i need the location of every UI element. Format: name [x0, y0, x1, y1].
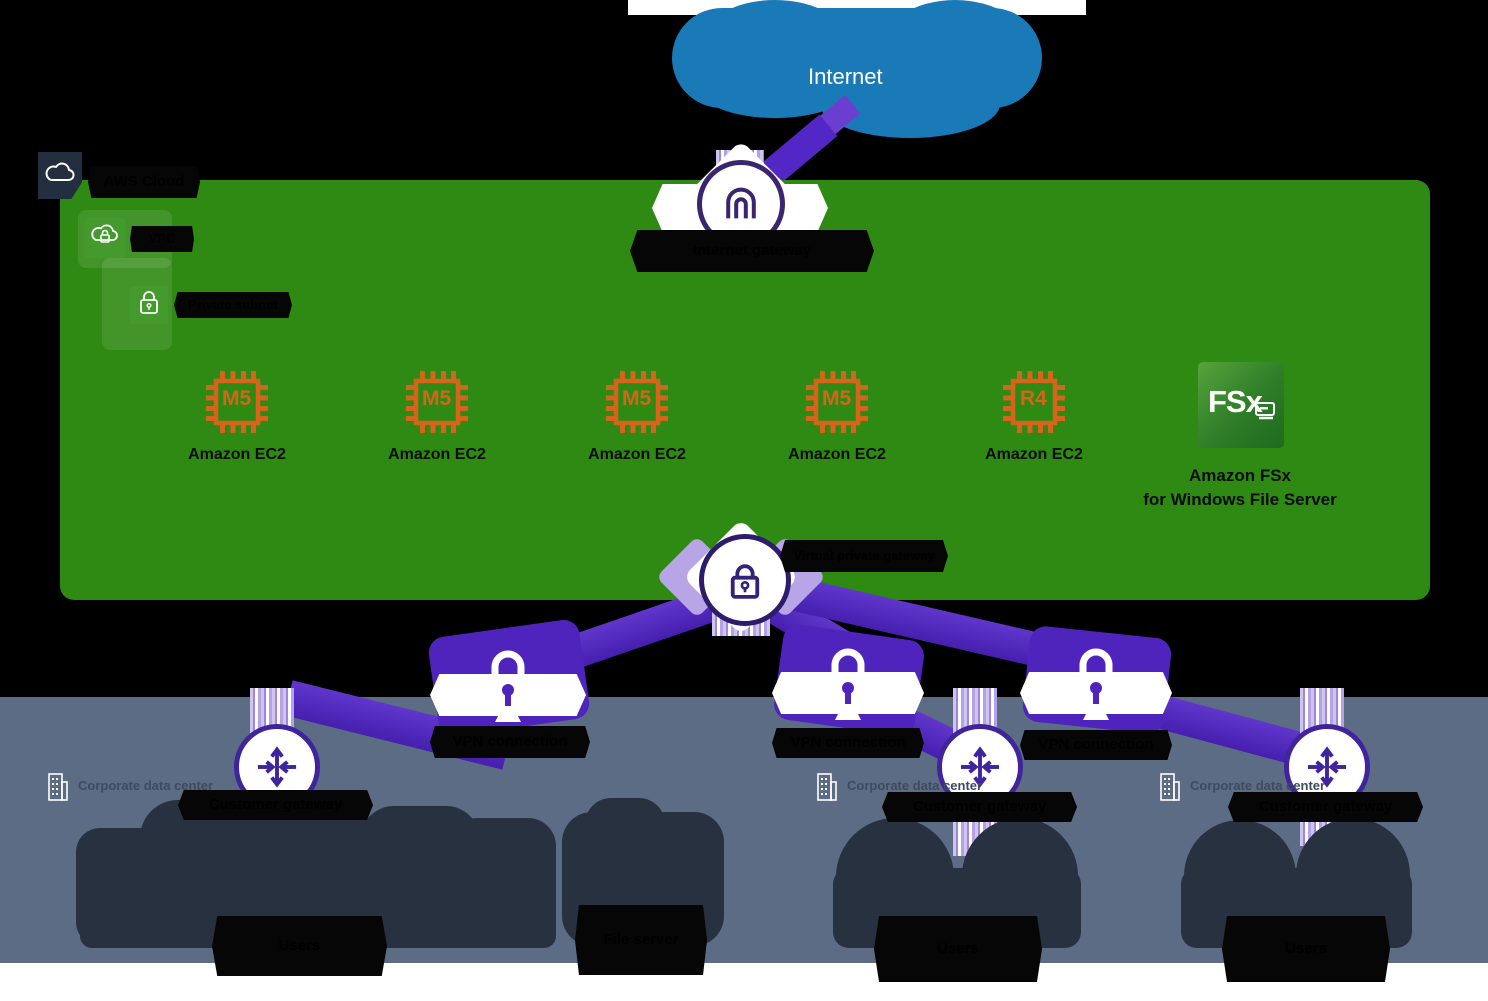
virtual-private-gateway-label: Virtual private gateway	[780, 540, 948, 572]
site-name: Corporate data center	[78, 778, 214, 793]
vpc-label: VPC	[130, 226, 194, 252]
ec2-chip-icon	[206, 371, 268, 433]
vpn-connection-icon	[1063, 642, 1129, 725]
vpn-connection-label: VPN connection	[772, 728, 924, 758]
fsx-label-line1: Amazon FSx	[1188, 466, 1292, 485]
fsx-icon: FSx	[1198, 362, 1284, 448]
vpn-connection-label: VPN connection	[430, 726, 590, 758]
customer-gateway-label: Customer gateway	[1228, 792, 1423, 822]
vpc-badge	[85, 218, 125, 258]
subnet-badge	[130, 286, 168, 324]
site-caption: Users	[212, 916, 387, 976]
aws-cloud-label: AWS Cloud	[88, 166, 200, 198]
ec2-instance: M5	[605, 370, 669, 434]
customer-gateway-label: Customer gateway	[882, 792, 1077, 822]
ec2-label: Amazon EC2	[985, 446, 1083, 463]
ec2-label: Amazon EC2	[388, 446, 486, 463]
customer-gateway-label: Customer gateway	[178, 790, 373, 820]
aws-cloud-badge	[38, 152, 82, 199]
site-name: Corporate data center	[1190, 778, 1326, 793]
building-icon	[815, 770, 839, 807]
virtual-private-gateway-icon	[699, 534, 791, 626]
ec2-chip-icon	[1003, 371, 1065, 433]
vpn-connection-icon	[475, 644, 541, 727]
ec2-chip-icon	[806, 371, 868, 433]
ec2-label: Amazon EC2	[188, 446, 286, 463]
subnet-label: Private subnet	[174, 292, 292, 318]
vpc-icon	[90, 223, 120, 254]
ec2-label: Amazon EC2	[588, 446, 686, 463]
ec2-chip-icon	[406, 371, 468, 433]
internet-label: Internet	[808, 64, 883, 89]
site-caption: Users	[874, 916, 1042, 982]
internet-cloud-lobe	[700, 60, 850, 118]
instance-type: M5	[422, 387, 452, 410]
file-server-glyph-icon	[1254, 400, 1278, 427]
vpn-connection-icon	[815, 642, 881, 725]
ec2-instance: M5	[205, 370, 269, 434]
building-icon	[1158, 770, 1182, 807]
fsx-icon-text: FSx	[1208, 384, 1263, 419]
fsx-label-line2: for Windows File Server	[1143, 490, 1337, 509]
vpn-connection-label: VPN connection	[1020, 730, 1172, 760]
ec2-label: Amazon EC2	[788, 446, 886, 463]
instance-type: M5	[622, 387, 652, 410]
aws-cloud-icon	[44, 161, 76, 190]
ec2-instance: M5	[805, 370, 869, 434]
ec2-instance: R4	[1002, 370, 1066, 434]
building-icon	[46, 770, 70, 807]
site-caption: File server	[575, 905, 707, 975]
instance-type: R4	[1020, 387, 1047, 410]
instance-type: M5	[222, 387, 252, 410]
instance-type: M5	[822, 387, 852, 410]
lock-icon	[137, 289, 161, 322]
ec2-chip-icon	[606, 371, 668, 433]
site-caption: Users	[1222, 916, 1390, 982]
ec2-instance: M5	[405, 370, 469, 434]
site-name: Corporate data center	[847, 778, 983, 793]
internet-gateway-label: Internet gateway	[630, 230, 874, 272]
